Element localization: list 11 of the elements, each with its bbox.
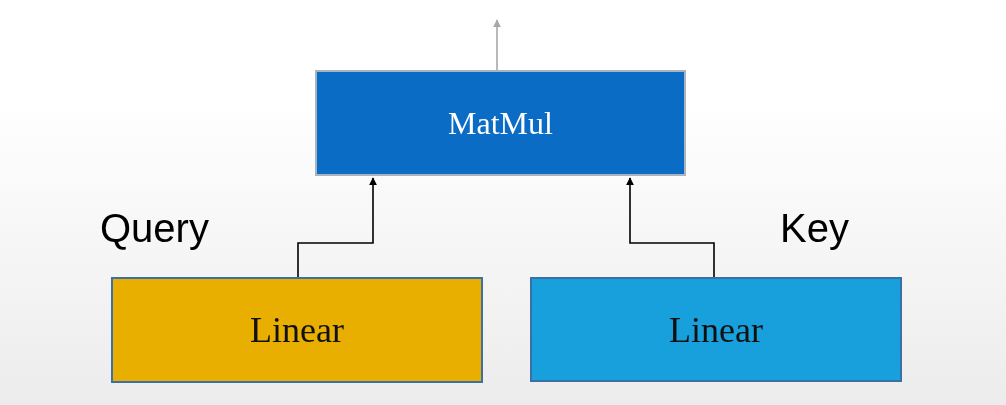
arrow bbox=[626, 177, 715, 278]
box-label: Linear bbox=[669, 308, 763, 351]
input-label: Key bbox=[780, 206, 849, 251]
process-box bbox=[530, 277, 902, 382]
process-box bbox=[315, 70, 686, 176]
input-label: Query bbox=[100, 206, 209, 251]
process-box bbox=[111, 277, 483, 383]
arrow bbox=[297, 177, 377, 278]
box-label: MatMul bbox=[448, 104, 553, 142]
arrow bbox=[493, 19, 501, 71]
box-label: Linear bbox=[250, 309, 344, 351]
